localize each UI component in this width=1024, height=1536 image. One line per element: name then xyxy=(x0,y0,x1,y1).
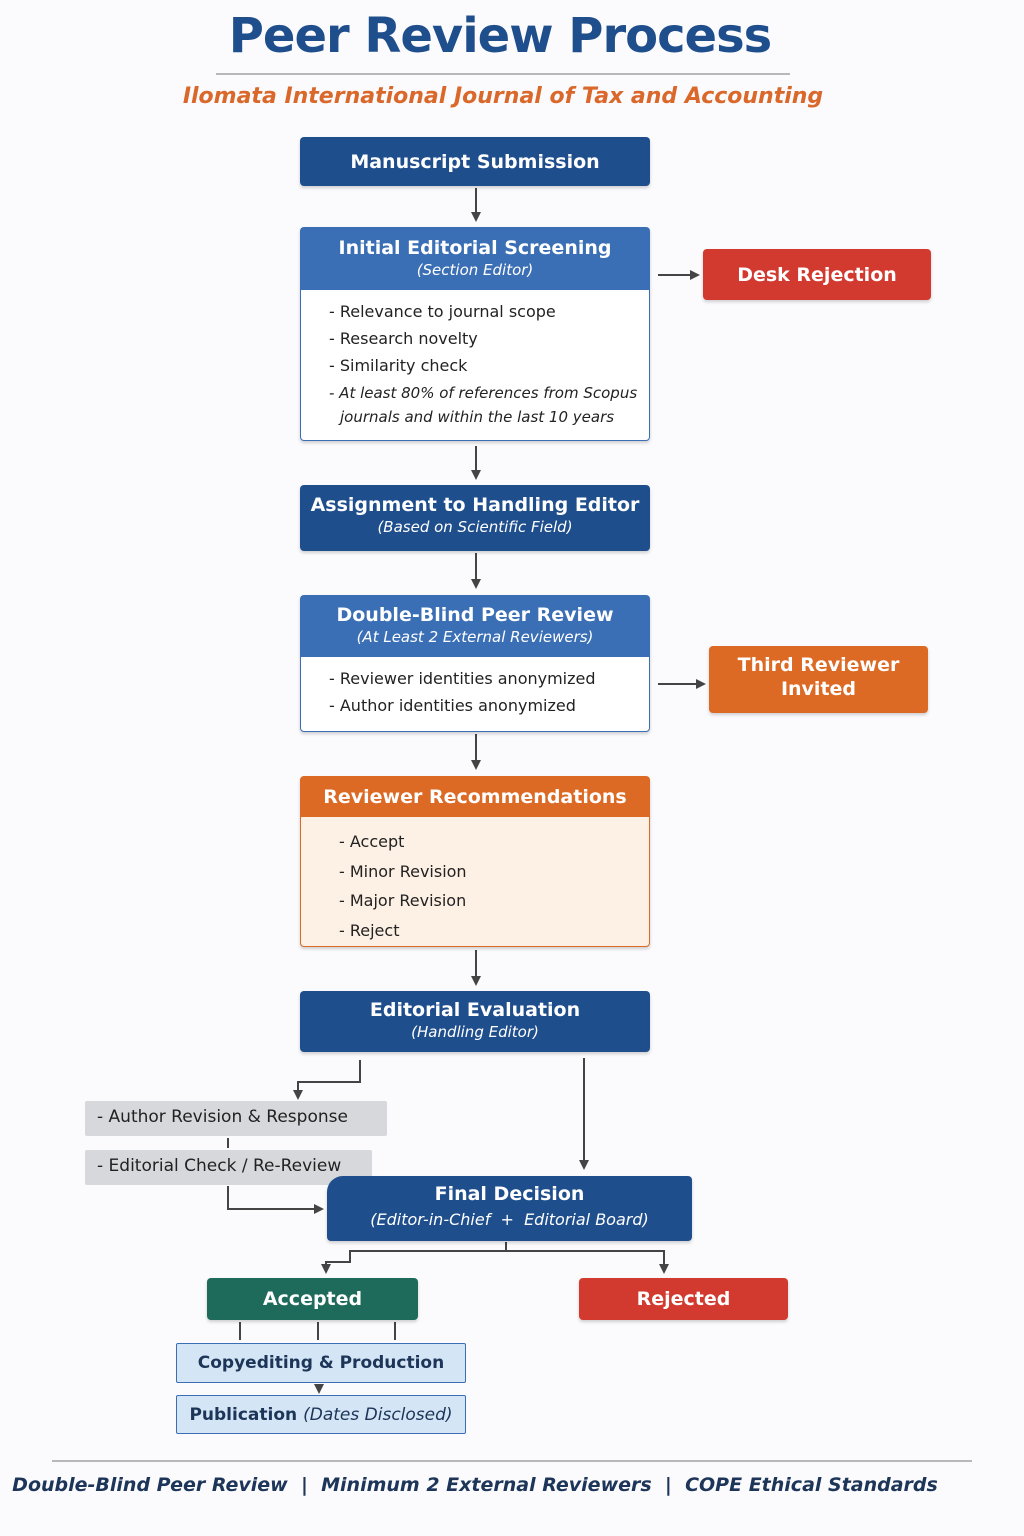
editorial-evaluation-title: Editorial Evaluation xyxy=(369,999,581,1021)
accepted-box: Accepted xyxy=(207,1278,418,1320)
criteria-note-line1: - At least 80% of references from Scopus xyxy=(329,384,638,402)
assignment-title: Assignment to Handling Editor xyxy=(310,494,640,516)
peer-review-panel: Double-Blind Peer Review (At Least 2 Ext… xyxy=(300,595,650,732)
publication-note: (Dates Disclosed) xyxy=(303,1404,453,1425)
initial-screening-panel: Initial Editorial Screening (Section Edi… xyxy=(300,227,650,441)
footer-text: Double-Blind Peer Review | Minimum 2 Ext… xyxy=(12,1474,938,1496)
peer-review-item: - Author identities anonymized xyxy=(329,696,576,715)
publication-box: Publication (Dates Disclosed) xyxy=(176,1395,466,1434)
criteria-item: - Relevance to journal scope xyxy=(329,302,556,321)
assignment-box: Assignment to Handling Editor (Based on … xyxy=(300,485,650,551)
editorial-check-box: - Editorial Check / Re-Review xyxy=(85,1150,372,1185)
final-decision-title: Final Decision xyxy=(434,1183,585,1205)
copyediting-box: Copyediting & Production xyxy=(176,1343,466,1383)
recommendation-item: - Major Revision xyxy=(339,891,467,910)
assignment-subtitle: (Based on Scientific Field) xyxy=(377,518,573,536)
third-reviewer-line1: Third Reviewer xyxy=(737,654,900,676)
page-title: Peer Review Process xyxy=(228,8,773,64)
recommendations-title: Reviewer Recommendations xyxy=(301,777,649,817)
criteria-item: - Research novelty xyxy=(329,329,478,348)
peer-review-title: Double-Blind Peer Review xyxy=(336,604,614,626)
peer-review-header: Double-Blind Peer Review (At Least 2 Ext… xyxy=(301,596,649,657)
criteria-item: - Similarity check xyxy=(329,356,468,375)
recommendation-item: - Minor Revision xyxy=(339,861,467,881)
final-decision-subtitle: (Editor-in-Chief + Editorial Board) xyxy=(370,1210,649,1229)
editorial-evaluation-subtitle: (Handling Editor) xyxy=(411,1023,539,1041)
arrow-check-to-final-decision xyxy=(227,1186,324,1214)
recommendation-item: - Accept xyxy=(339,832,405,851)
recommendations-items: - Accept - Minor Revision - Major Revisi… xyxy=(301,817,649,945)
journal-subtitle: Ilomata International Journal of Tax and… xyxy=(182,84,824,109)
final-decision-box: Final Decision (Editor-in-Chief + Editor… xyxy=(327,1176,692,1241)
arrow-decision-to-rejected xyxy=(506,1250,669,1274)
initial-screening-criteria: - Relevance to journal scope - Research … xyxy=(301,290,649,429)
criteria-note-line2: journals and within the last 10 years xyxy=(340,408,615,426)
recommendations-panel: Reviewer Recommendations - Accept - Mino… xyxy=(300,776,650,947)
recommendation-item: - Reject xyxy=(339,920,400,940)
publication-label: Publication xyxy=(189,1404,298,1425)
arrow-evaluation-to-author-revision xyxy=(293,1060,361,1100)
rejected-box: Rejected xyxy=(579,1278,788,1320)
footer-divider xyxy=(52,1460,972,1462)
arrow-decision-to-accepted xyxy=(321,1250,506,1274)
peer-review-subtitle: (At Least 2 External Reviewers) xyxy=(356,628,594,646)
desk-rejection-box: Desk Rejection xyxy=(703,249,931,300)
peer-review-items: - Reviewer identities anonymized - Autho… xyxy=(301,657,649,719)
peer-review-item: - Reviewer identities anonymized xyxy=(329,669,596,688)
third-reviewer-line2: Invited xyxy=(780,678,857,700)
initial-screening-subtitle: (Section Editor) xyxy=(416,261,534,279)
author-revision-box: - Author Revision & Response xyxy=(85,1101,387,1136)
title-divider xyxy=(216,73,790,75)
third-reviewer-box: Third Reviewer Invited xyxy=(709,646,928,713)
initial-screening-title: Initial Editorial Screening xyxy=(338,237,612,259)
initial-screening-header: Initial Editorial Screening (Section Edi… xyxy=(301,228,649,290)
editorial-evaluation-box: Editorial Evaluation (Handling Editor) xyxy=(300,991,650,1052)
manuscript-submission-box: Manuscript Submission xyxy=(300,137,650,186)
